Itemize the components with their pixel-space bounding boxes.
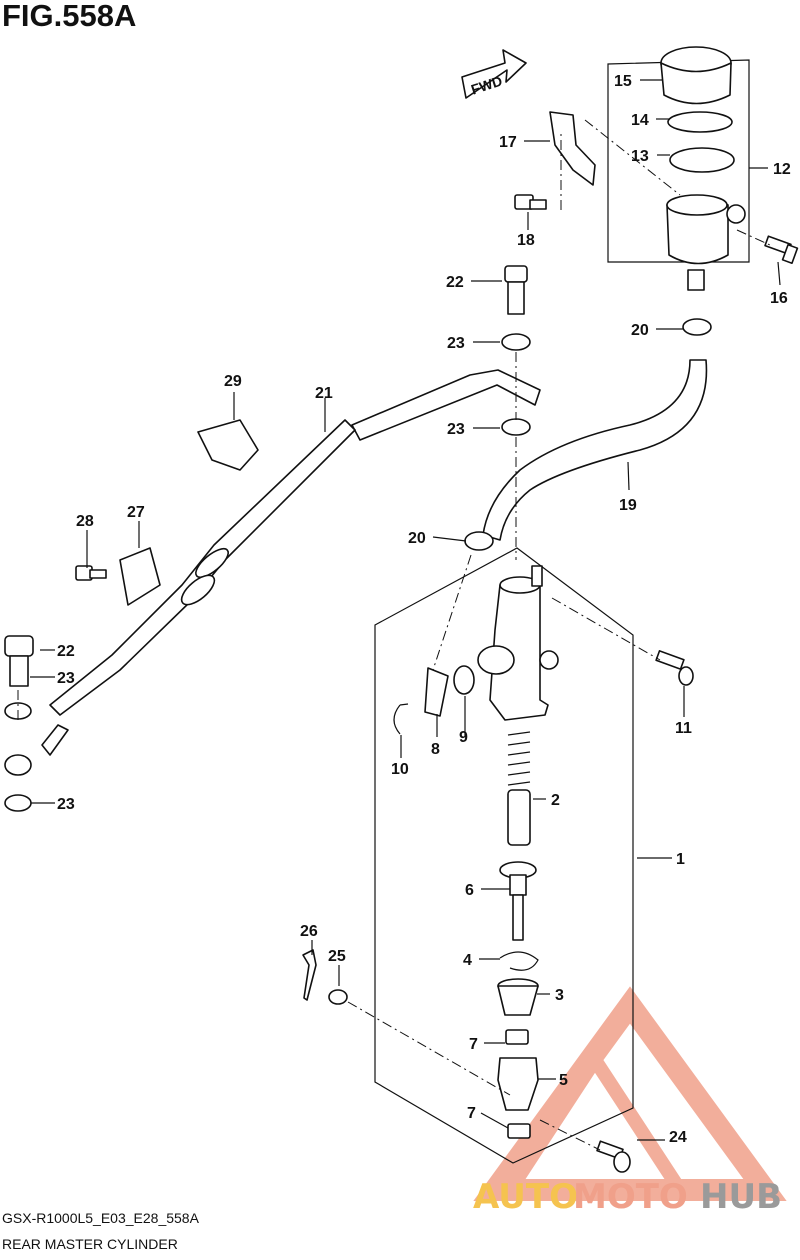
- callout-24: 24: [669, 1129, 687, 1146]
- callout-12: 12: [773, 161, 791, 178]
- callout-25: 25: [328, 948, 346, 965]
- cylinder-bolt: [655, 650, 694, 686]
- callout-29: 29: [224, 373, 242, 390]
- callout-7b: 7: [467, 1105, 476, 1122]
- callout-28: 28: [76, 513, 94, 530]
- callout-22b: 22: [57, 643, 75, 660]
- reservoir-bolt: [764, 235, 799, 265]
- callout-1: 1: [676, 851, 685, 868]
- piston-assembly: [507, 789, 531, 846]
- callout-5: 5: [559, 1072, 568, 1089]
- reservoir-bracket: [549, 111, 596, 186]
- union-bolt-left: [4, 635, 34, 687]
- gasket-left-3: [4, 794, 32, 812]
- watermark-text: AUTO MOTO HUB: [473, 1177, 782, 1217]
- callout-19: 19: [619, 497, 637, 514]
- callout-20b: 20: [408, 530, 426, 547]
- callout-9: 9: [459, 729, 468, 746]
- hose-sleeve-lower: [180, 574, 216, 606]
- hose-guide: [119, 547, 161, 606]
- brake-hose: [351, 369, 541, 441]
- callout-27: 27: [127, 504, 145, 521]
- callout-23d: 23: [57, 796, 75, 813]
- callout-10: 10: [391, 761, 409, 778]
- bracket-bolt: [514, 194, 547, 210]
- figure-title: FIG.558A: [2, 0, 137, 33]
- callout-21: 21: [315, 385, 333, 402]
- callout-23c: 23: [57, 670, 75, 687]
- callout-20a: 20: [631, 322, 649, 339]
- lock-nut-lower: [507, 1123, 531, 1139]
- watermark-hub: HUB: [700, 1177, 782, 1217]
- union-bolt-top: [504, 265, 528, 315]
- circlip-large: [499, 951, 539, 971]
- master-cylinder-assembly-box: [374, 547, 634, 1164]
- master-cylinder-body: [477, 565, 559, 721]
- spring: [507, 731, 531, 786]
- callout-8: 8: [431, 741, 440, 758]
- circlip-small: [393, 703, 409, 735]
- callout-14: 14: [631, 112, 649, 129]
- callout-7a: 7: [469, 1036, 478, 1053]
- callout-4: 4: [463, 952, 472, 969]
- cotter-pin: [302, 949, 317, 1001]
- watermark-auto: AUTO: [473, 1177, 578, 1217]
- washer: [328, 989, 348, 1005]
- guide-line: [551, 597, 661, 661]
- guide-line: [432, 554, 472, 671]
- hose-clamp-upper: [682, 318, 712, 336]
- callout-17: 17: [499, 134, 517, 151]
- callouts: 1 2 3 4 5 6 7 7 8 9 10 11 12 13 14 15 16…: [57, 73, 791, 1146]
- callout-16: 16: [770, 290, 788, 307]
- leader-lines: [30, 79, 781, 1141]
- callout-6: 6: [465, 882, 474, 899]
- watermark-logo: [473, 986, 787, 1201]
- figure-code: GSX-R1000L5_E03_E28_558A: [2, 1210, 199, 1226]
- guide-bolt: [75, 565, 107, 581]
- callout-18: 18: [517, 232, 535, 249]
- guide-line: [539, 1119, 601, 1151]
- watermark-moto: MOTO: [573, 1177, 688, 1217]
- clevis-pin: [596, 1140, 631, 1173]
- gasket-top-2: [501, 418, 531, 436]
- reservoir-body: [666, 194, 746, 291]
- reservoir-diaphragm: [669, 147, 735, 173]
- callout-2: 2: [551, 792, 560, 809]
- guide-line: [584, 119, 681, 196]
- callout-13: 13: [631, 148, 649, 165]
- reservoir-hose: [482, 359, 708, 541]
- callout-15: 15: [614, 73, 632, 90]
- boot: [497, 978, 539, 1016]
- push-rod: [499, 861, 537, 941]
- lock-nut-upper: [505, 1029, 529, 1045]
- guide-line: [347, 1001, 511, 1096]
- reservoir-diaphragm-plate: [667, 111, 733, 133]
- hose-sleeve-upper: [195, 547, 229, 579]
- callout-23b: 23: [447, 421, 465, 438]
- callout-22a: 22: [446, 274, 464, 291]
- reservoir-cap: [660, 46, 732, 105]
- hose-clip: [197, 419, 259, 471]
- inlet-connector: [424, 667, 449, 717]
- callout-26: 26: [300, 923, 318, 940]
- figure-name: REAR MASTER CYLINDER: [2, 1236, 178, 1252]
- hose-end-fitting: [41, 724, 69, 756]
- callout-11: 11: [675, 720, 692, 737]
- hose-clamp-lower: [464, 531, 494, 551]
- callout-3: 3: [555, 987, 564, 1004]
- o-ring: [453, 665, 475, 695]
- clevis: [497, 1057, 539, 1111]
- fwd-arrow-icon: FWD: [461, 49, 527, 99]
- gasket-left-2: [4, 754, 32, 776]
- gasket-top-1: [501, 333, 531, 351]
- callout-23a: 23: [447, 335, 465, 352]
- guide-line: [736, 229, 771, 246]
